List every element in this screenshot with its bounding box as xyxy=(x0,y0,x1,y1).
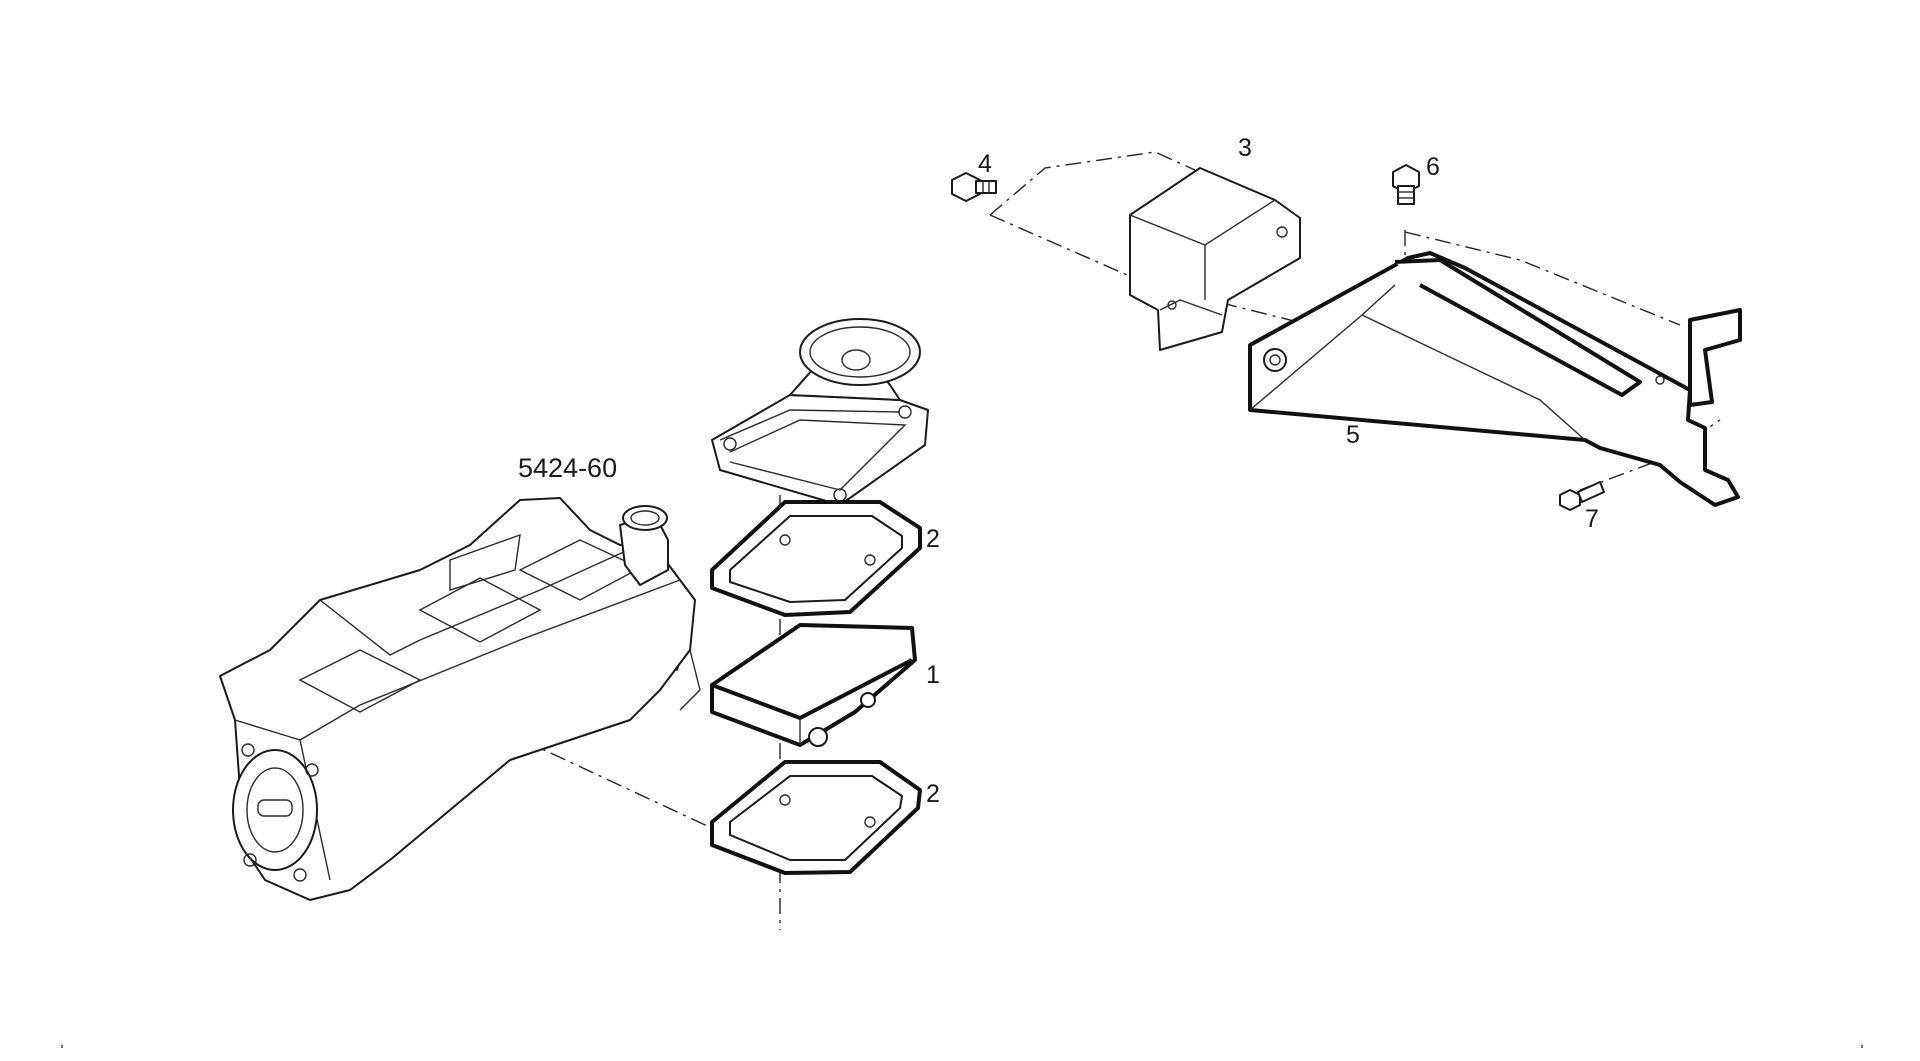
module-3 xyxy=(1129,167,1301,351)
callout-part-2-lower: 2 xyxy=(926,780,940,808)
callout-part-7: 7 xyxy=(1585,505,1599,533)
gasket-2-upper xyxy=(710,500,922,617)
gasket-2-lower xyxy=(710,760,922,875)
bracket-5 xyxy=(1248,251,1742,507)
assembly-label: 5424-60 xyxy=(518,453,618,483)
callout-part-2-upper: 2 xyxy=(926,525,940,553)
bolt-4 xyxy=(951,172,997,202)
callout-part-6: 6 xyxy=(1426,153,1440,181)
manifold-assembly xyxy=(219,497,701,901)
callout-part-4: 4 xyxy=(978,150,992,178)
bolt-6 xyxy=(1392,164,1420,205)
callout-part-3: 3 xyxy=(1238,134,1252,162)
callout-part-1: 1 xyxy=(926,661,940,689)
intake-adapter xyxy=(711,318,929,506)
bolt-7 xyxy=(1559,481,1605,511)
callout-part-5: 5 xyxy=(1346,421,1360,449)
